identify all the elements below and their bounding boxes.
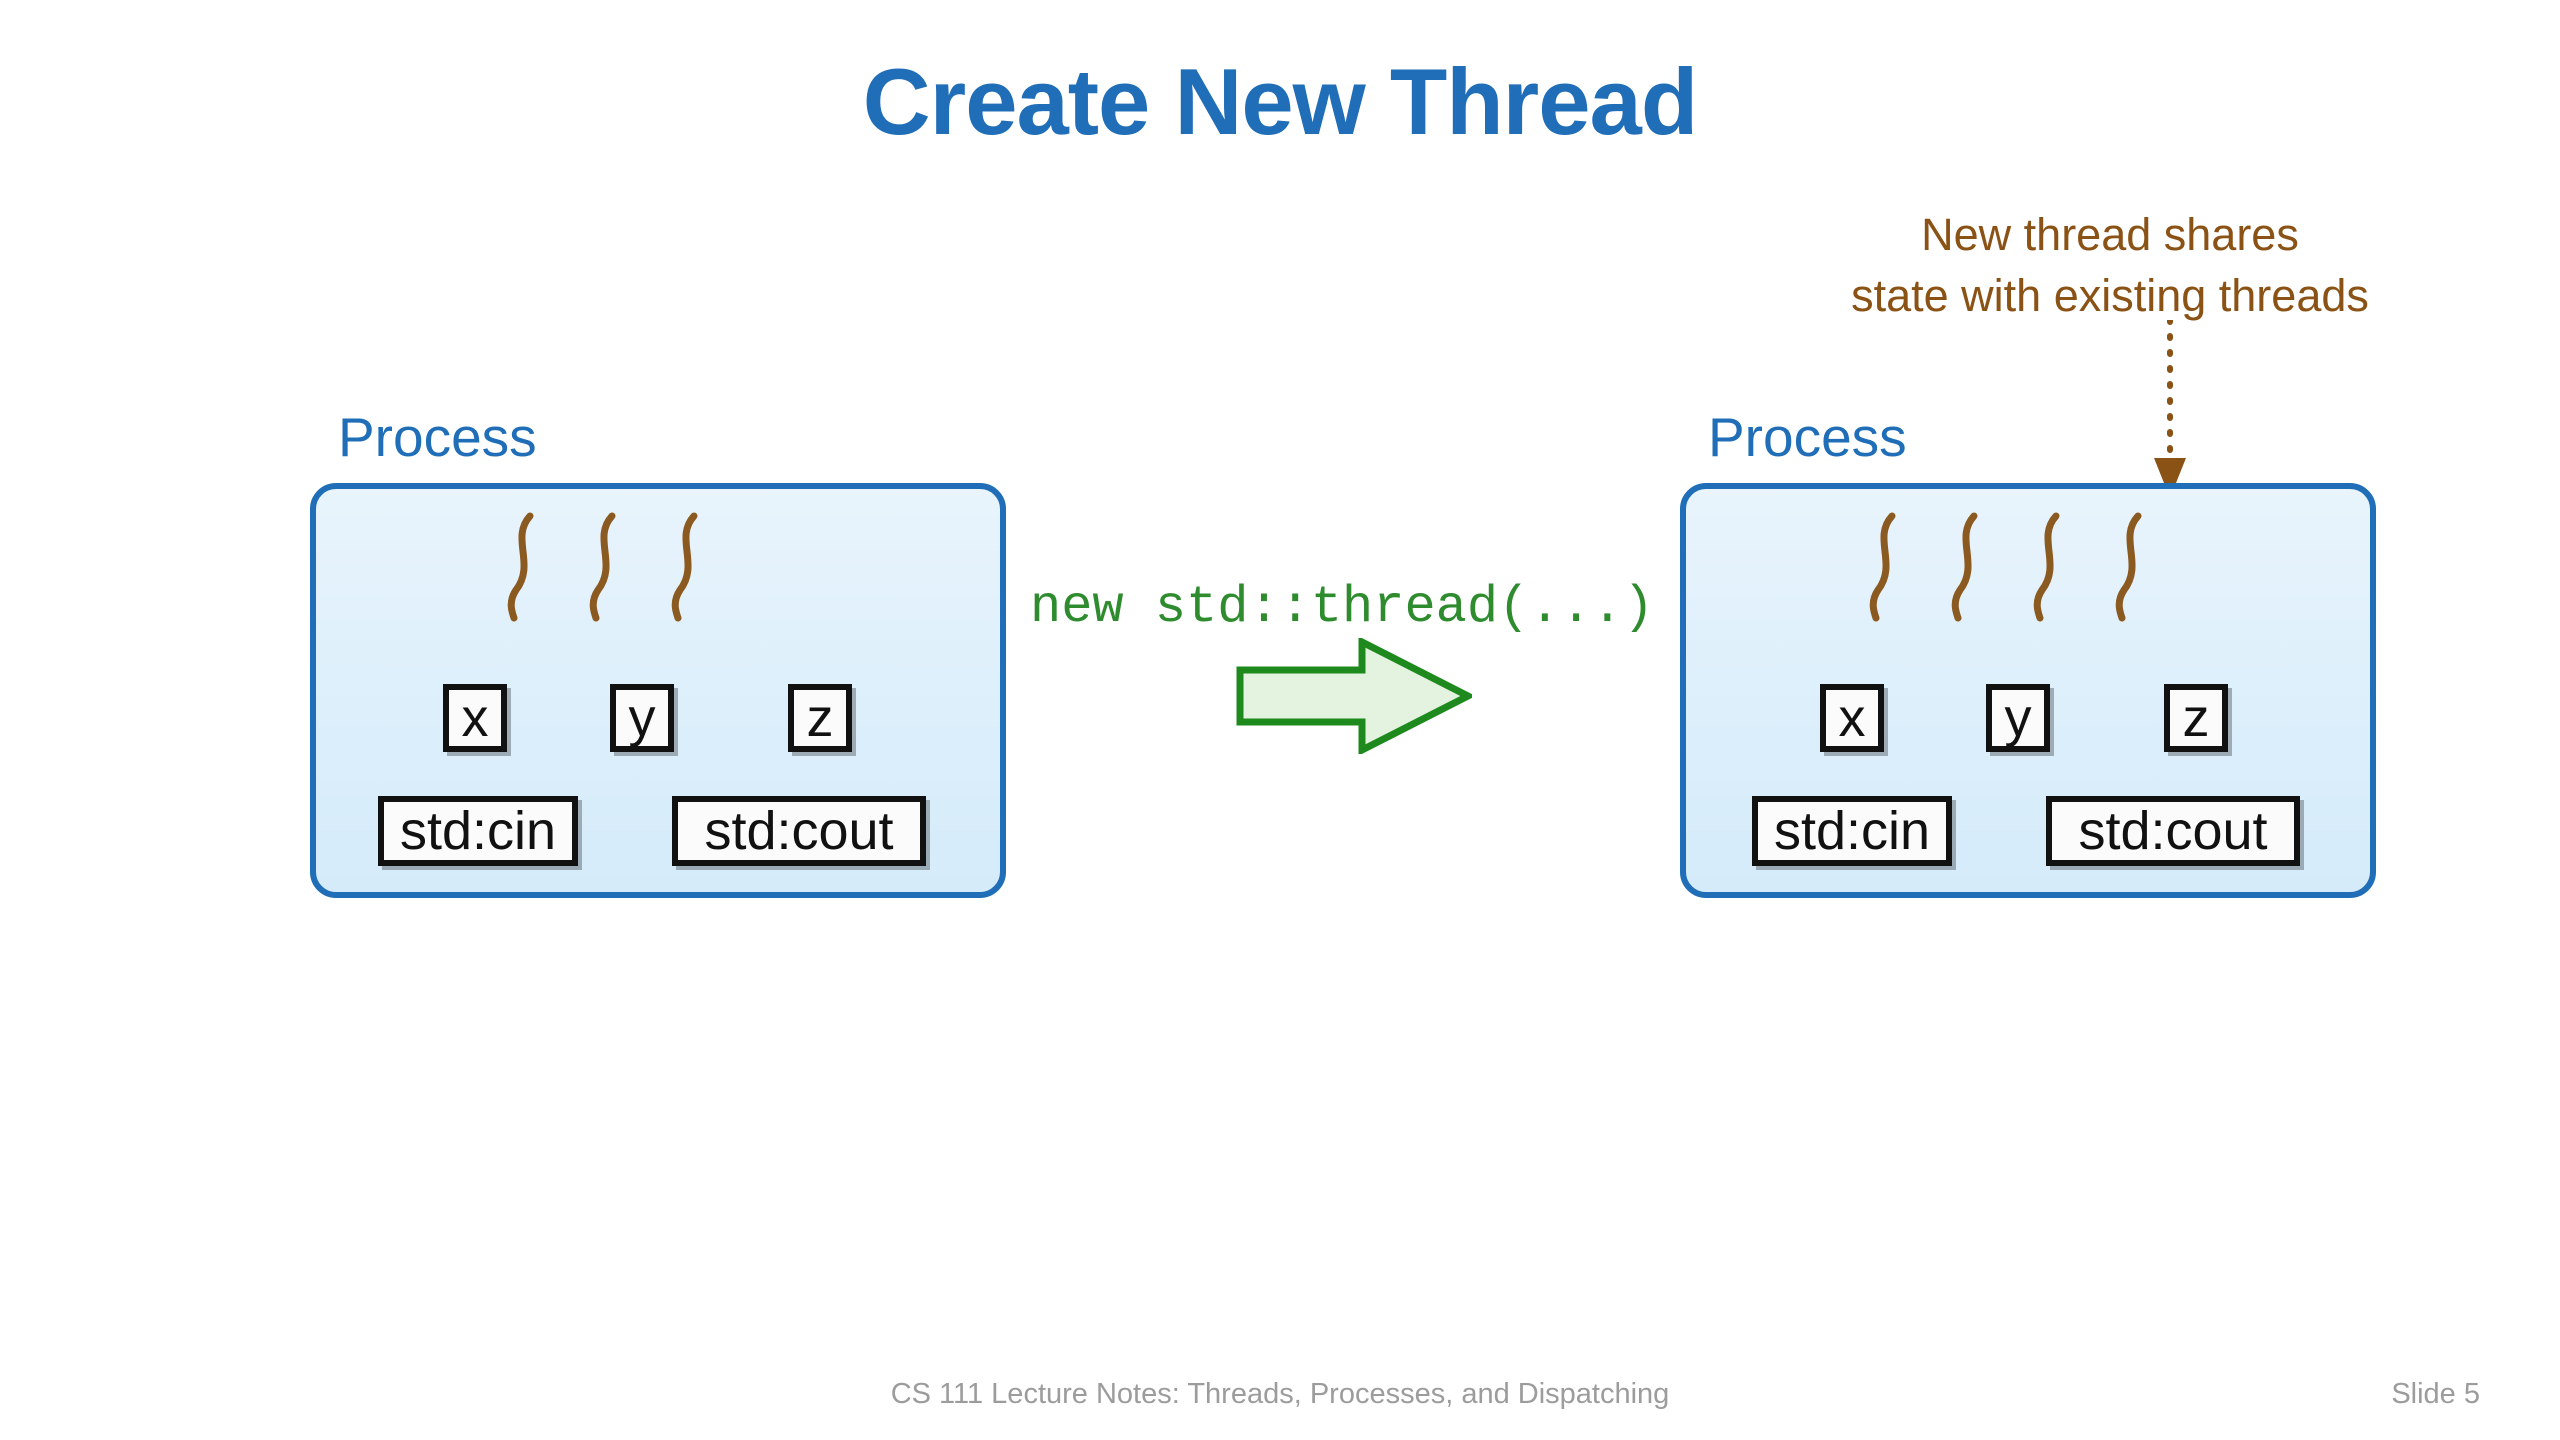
- page-title: Create New Thread: [862, 49, 1699, 154]
- slide-number: Slide 5: [2391, 1378, 2480, 1410]
- thread-group-after: [1862, 512, 2182, 622]
- io-box-std-cout: std:cout: [2046, 796, 2300, 866]
- io-box-std-cin: std:cin: [1752, 796, 1952, 866]
- variable-box-x: x: [1820, 684, 1884, 752]
- io-box-std-cout: std:cout: [672, 796, 926, 866]
- right-block-arrow-icon: [1236, 638, 1472, 754]
- footer-note: CS 111 Lecture Notes: Threads, Processes…: [890, 1378, 1670, 1410]
- thread-squiggle-icon: [671, 512, 698, 622]
- annotation-line-2: state with existing threads: [1851, 270, 2369, 321]
- variable-box-z: z: [788, 684, 852, 752]
- dotted-arrow-down-icon: [2154, 320, 2186, 498]
- process-label-before: Process: [338, 406, 537, 468]
- thread-squiggle-icon: [1869, 512, 1896, 622]
- thread-squiggle-icon: [589, 512, 616, 622]
- thread-squiggle-icon: [2033, 512, 2060, 622]
- variable-box-y: y: [610, 684, 674, 752]
- process-label-after: Process: [1708, 406, 1907, 468]
- io-box-std-cin: std:cin: [378, 796, 578, 866]
- thread-group-before: [500, 512, 730, 622]
- variable-box-y: y: [1986, 684, 2050, 752]
- thread-squiggle-icon-new: [2115, 512, 2142, 622]
- thread-squiggle-icon: [507, 512, 534, 622]
- variable-box-x: x: [443, 684, 507, 752]
- thread-squiggle-icon: [1951, 512, 1978, 622]
- annotation-line-1: New thread shares: [1921, 209, 2299, 260]
- code-label-new-thread: new std::thread(...): [1030, 578, 1655, 637]
- annotation-callout: New thread shares state with existing th…: [1790, 212, 2430, 318]
- variable-box-z: z: [2164, 684, 2228, 752]
